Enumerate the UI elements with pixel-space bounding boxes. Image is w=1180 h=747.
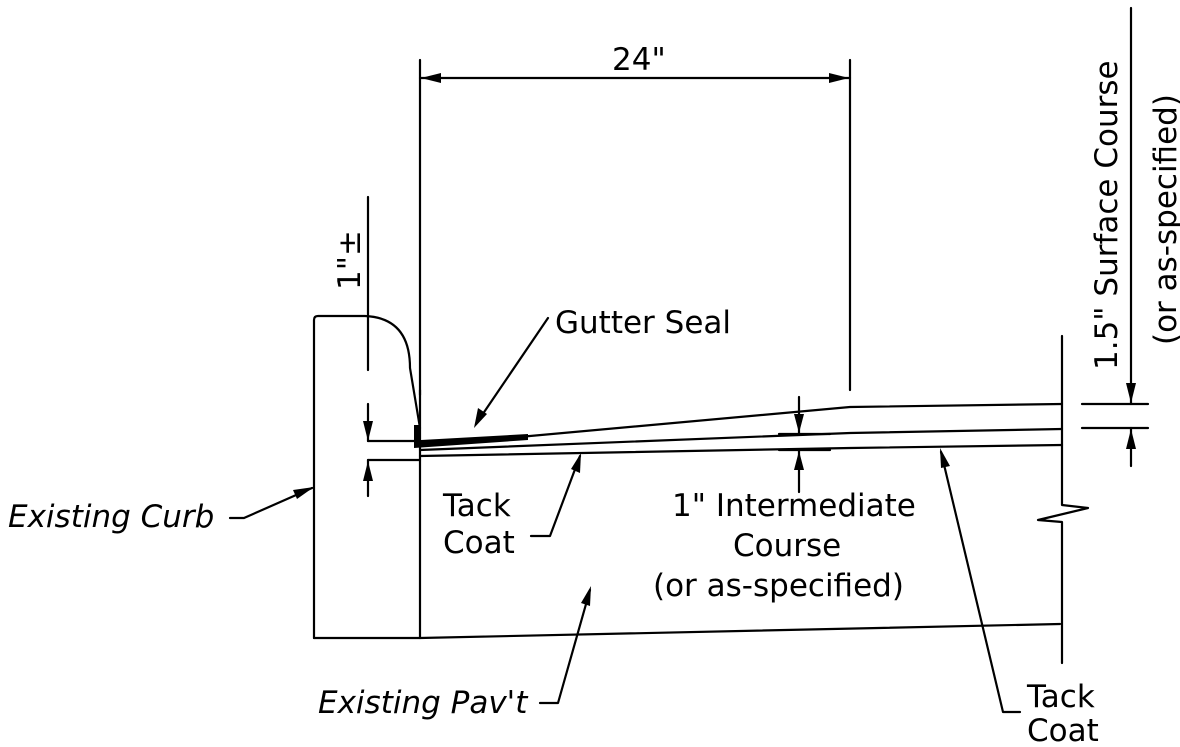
step-arrow-up bbox=[363, 461, 373, 481]
tack-coat-left-label-1: Tack bbox=[442, 488, 511, 524]
intermediate-course-top bbox=[418, 427, 1064, 452]
surface-arrow-up bbox=[1126, 429, 1136, 449]
surface-arrow-down bbox=[1126, 383, 1136, 403]
intermediate-label-2: Course bbox=[733, 528, 841, 564]
existing-curb-arrow bbox=[293, 487, 314, 499]
intermediate-label-3: (or as-specified) bbox=[653, 568, 904, 604]
intermediate-arrow-up bbox=[794, 451, 804, 470]
intermediate-arrow-down bbox=[794, 414, 804, 433]
existing-pavt-arrow bbox=[581, 586, 591, 606]
tack-coat-left-arrow bbox=[571, 453, 581, 473]
existing-pavt-leader bbox=[538, 588, 592, 705]
intermediate-label-1: 1" Intermediate bbox=[672, 488, 916, 524]
tack-coat-left-leader bbox=[529, 454, 582, 538]
tack-coat-right-arrow bbox=[940, 448, 950, 468]
dim-label-24: 24" bbox=[612, 42, 666, 78]
surface-label-2: (or as-specified) bbox=[1148, 94, 1180, 345]
step-label: 1"± bbox=[332, 230, 368, 290]
existing-pavement-bottom bbox=[312, 622, 1062, 640]
tack-coat-right-label-1: Tack bbox=[1026, 679, 1095, 715]
existing-pavement-top bbox=[418, 443, 1064, 458]
gutter-seal-label: Gutter Seal bbox=[555, 305, 731, 341]
surface-label-1: 1.5" Surface Course bbox=[1089, 60, 1125, 370]
existing-curb-label: Existing Curb bbox=[8, 499, 214, 535]
step-arrow-down bbox=[363, 421, 373, 441]
tack-coat-left-label-2: Coat bbox=[443, 525, 515, 561]
surface-course-top bbox=[418, 402, 1064, 448]
gutter-seal-mark bbox=[414, 425, 528, 448]
tack-coat-right-label-2: Coat bbox=[1027, 713, 1099, 747]
tack-coat-right-leader bbox=[939, 450, 1022, 714]
existing-curb-outline bbox=[312, 314, 422, 640]
existing-curb-leader bbox=[228, 486, 314, 520]
break-line bbox=[1036, 334, 1090, 665]
gutter-seal-leader bbox=[474, 316, 550, 426]
gutter-seal-arrow bbox=[474, 408, 487, 428]
dim-arrow-right bbox=[829, 73, 849, 83]
dim-arrow-left bbox=[421, 73, 441, 83]
existing-pavt-label: Existing Pav't bbox=[318, 685, 529, 721]
